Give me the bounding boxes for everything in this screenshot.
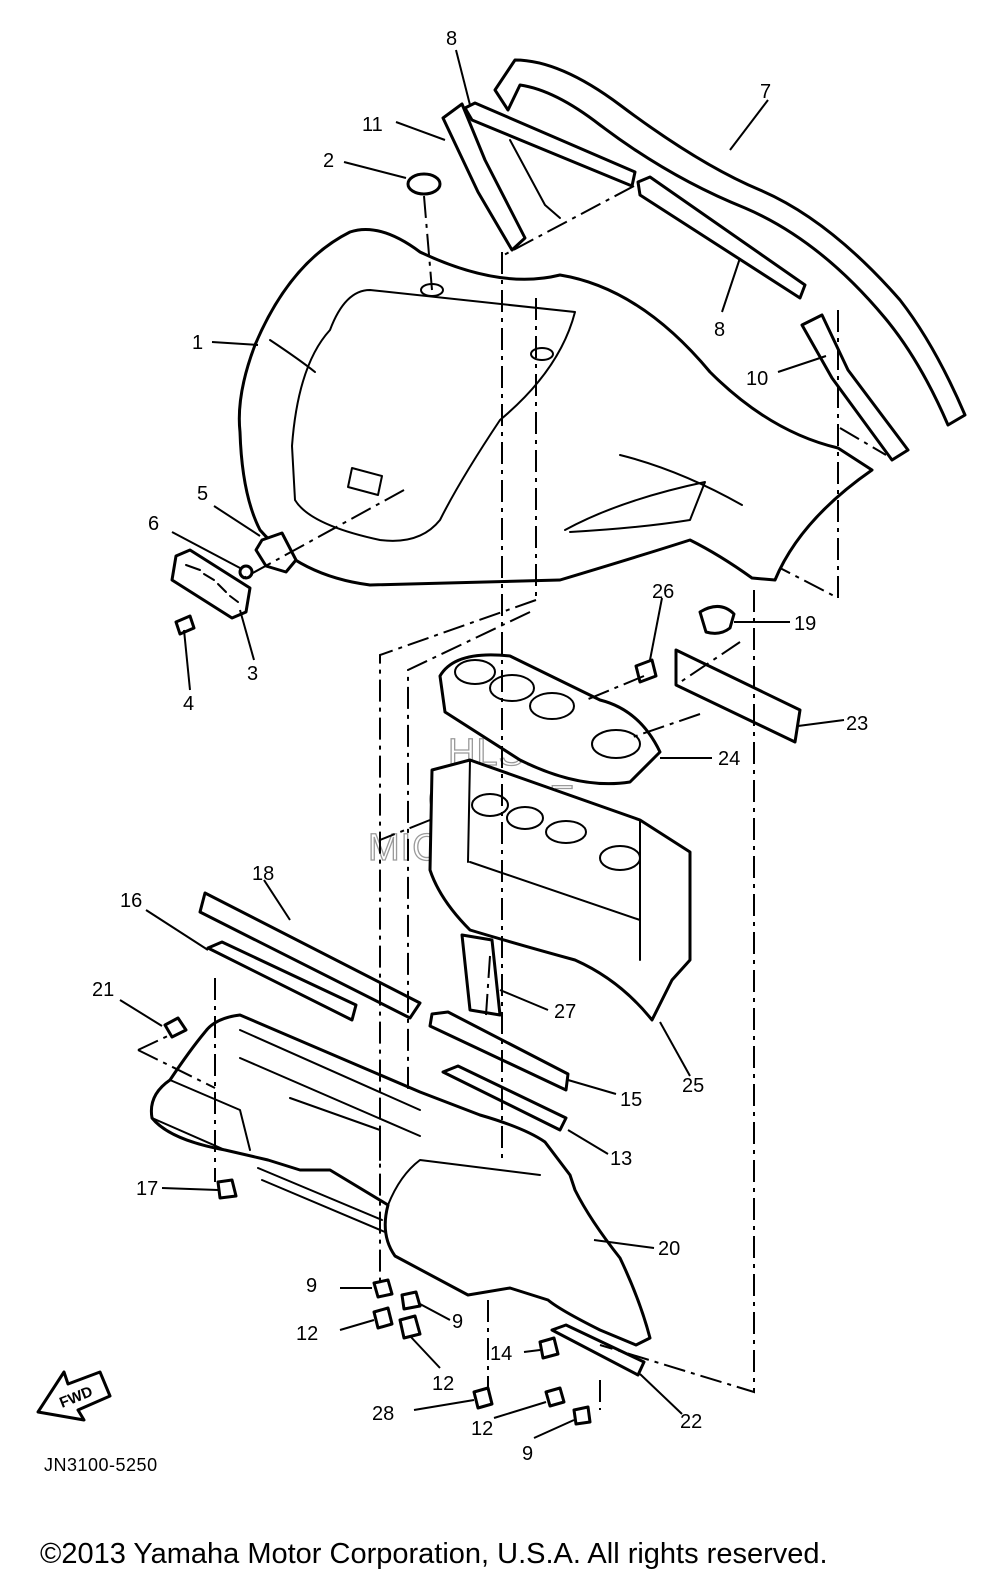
part-8-bracket-lower [636, 175, 807, 300]
callout-2: 2 [323, 150, 334, 172]
callout-13: 13 [610, 1148, 632, 1170]
copyright-notice: ©2013 Yamaha Motor Corporation, U.S.A. A… [40, 1538, 828, 1570]
part-1-cowl [237, 228, 874, 587]
callout-8b: 8 [714, 319, 725, 341]
callout-9a: 9 [306, 1275, 317, 1297]
callout-3: 3 [247, 663, 258, 685]
part-11-bracket [441, 102, 527, 252]
part-18-seal [198, 891, 422, 1020]
part-7-rail [493, 58, 967, 427]
callout-20: 20 [658, 1238, 680, 1260]
callout-23: 23 [846, 713, 868, 735]
callout-4: 4 [183, 693, 194, 715]
callout-16: 16 [120, 890, 142, 912]
part-21-nut [163, 1016, 188, 1039]
part-23-strip [674, 648, 802, 744]
callout-19: 19 [794, 613, 816, 635]
callouts: 1 2 3 4 5 6 7 8 8 9 9 9 10 11 12 12 12 1… [92, 28, 868, 1465]
part-5-hinge [254, 531, 298, 574]
callout-26: 26 [652, 581, 674, 603]
callout-12b: 12 [432, 1373, 454, 1395]
callout-17: 17 [136, 1178, 158, 1200]
part-12-clip-c [544, 1386, 566, 1408]
part-9-clip-b [400, 1290, 422, 1311]
part-6-screw [238, 564, 254, 580]
part-22-rail [550, 1323, 646, 1377]
callout-8a: 8 [446, 28, 457, 50]
part-2-cap [406, 172, 442, 196]
part-16-rail [206, 940, 358, 1022]
part-28-clip [472, 1386, 494, 1410]
part-9-clip-c [572, 1405, 592, 1426]
callout-22: 22 [680, 1411, 702, 1433]
callout-12a: 12 [296, 1323, 318, 1345]
callout-15: 15 [620, 1089, 642, 1111]
callout-6: 6 [148, 513, 159, 535]
part-4-screw [174, 614, 196, 636]
part-25-console [428, 758, 692, 1022]
part-27-plate [460, 933, 502, 1017]
callout-9b: 9 [452, 1311, 463, 1333]
part-12-clip-b [398, 1314, 422, 1340]
part-9-clip-a [372, 1278, 394, 1299]
part-19-grommet [698, 605, 736, 635]
part-17-clip [216, 1178, 238, 1200]
callout-27: 27 [554, 1001, 576, 1023]
part-14-clip [538, 1336, 560, 1360]
callout-21: 21 [92, 979, 114, 1001]
callout-9c: 9 [522, 1443, 533, 1465]
forward-arrow-icon: FWD [36, 1370, 112, 1422]
callout-7: 7 [760, 81, 771, 103]
callout-25: 25 [682, 1075, 704, 1097]
callout-12c: 12 [471, 1418, 493, 1440]
part-13-rail [441, 1064, 568, 1132]
callout-18: 18 [252, 863, 274, 885]
part-1-window-opening [291, 289, 576, 542]
callout-10: 10 [746, 368, 768, 390]
callout-14: 14 [490, 1343, 512, 1365]
assembly-centerlines [137, 185, 887, 1410]
callout-5: 5 [197, 483, 208, 505]
callout-28: 28 [372, 1403, 394, 1425]
part-8-bracket-upper [463, 101, 637, 188]
callout-1: 1 [192, 332, 203, 354]
leader-lines [119, 49, 845, 1439]
callout-11: 11 [362, 114, 383, 136]
callout-24: 24 [718, 748, 740, 770]
part-12-clip-a [372, 1306, 394, 1330]
part-10-bracket [800, 313, 910, 462]
part-3-emblem [170, 548, 252, 620]
diagram-code: JN3100-5250 [44, 1455, 158, 1475]
part-15-seal [428, 1010, 570, 1092]
